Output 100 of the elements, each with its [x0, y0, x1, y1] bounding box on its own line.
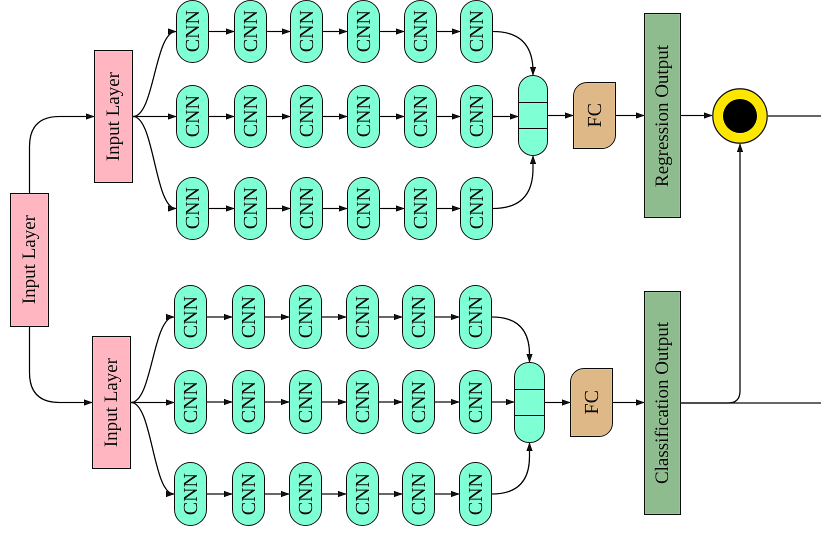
arrow	[435, 398, 460, 406]
arrow	[492, 155, 536, 210]
cnn-block	[459, 462, 492, 526]
connector-line	[681, 402, 821, 404]
cnn-block	[174, 370, 207, 434]
connector-line	[768, 115, 821, 117]
layer-label: CNN	[354, 187, 374, 230]
arrow	[437, 28, 461, 35]
cnn-block	[290, 177, 323, 240]
cnn-block	[346, 285, 379, 349]
layer-label: Regression Output	[653, 44, 672, 186]
arrow	[435, 314, 460, 320]
layer-label: CNN	[238, 296, 258, 338]
input-layer-box	[94, 50, 133, 183]
layer-label: Input Layer	[104, 72, 123, 162]
layer-label: CNN	[180, 296, 200, 338]
cnn-block	[232, 462, 265, 526]
layer-label: Input Layer	[102, 358, 121, 448]
layer-label: CNN	[352, 296, 372, 338]
cnn-block	[290, 0, 323, 63]
layer-label: CNN	[408, 472, 428, 516]
layer-label: CNN	[182, 187, 202, 230]
layer-label: CNN	[182, 10, 202, 53]
fc-block	[570, 368, 613, 437]
arrow	[435, 490, 460, 498]
arrow	[322, 398, 347, 406]
layer-label: CNN	[240, 95, 260, 138]
arrow	[209, 28, 235, 35]
arrow	[493, 113, 519, 120]
cnn-block	[459, 285, 492, 349]
cnn-block	[460, 177, 493, 240]
cnn-block	[347, 0, 380, 63]
ring-circle	[712, 88, 768, 144]
arrow	[322, 314, 347, 320]
arrow	[207, 398, 233, 406]
layer-label: CNN	[238, 380, 258, 424]
layer-label: CNN	[352, 472, 372, 516]
layer-label: CNN	[410, 187, 430, 230]
layer-label: CNN	[466, 95, 486, 138]
cnn-block	[404, 177, 437, 240]
arrow	[491, 316, 533, 363]
input-layer-box	[10, 193, 49, 327]
cnn-block	[289, 462, 322, 526]
layer-label: CNN	[296, 472, 316, 516]
cnn-block	[404, 0, 437, 63]
layer-label: CNN	[410, 95, 430, 138]
arrow	[267, 113, 291, 120]
cnn-block	[176, 0, 209, 63]
cnn-block	[289, 370, 322, 434]
cnn-block	[234, 177, 267, 240]
layer-label: FC	[582, 390, 602, 415]
arrow	[380, 205, 405, 212]
cnn-block	[234, 85, 267, 148]
arrow	[207, 314, 233, 320]
arrow	[379, 398, 403, 406]
layer-label: CNN	[296, 187, 316, 230]
arrow	[437, 113, 461, 120]
layer-label: CNN	[352, 380, 372, 424]
arrow	[28, 327, 93, 406]
cnn-block	[232, 285, 265, 349]
cnn-block	[347, 85, 380, 148]
cnn-block	[174, 462, 207, 526]
layer-label: CNN	[240, 187, 260, 230]
arrow	[322, 490, 347, 498]
layer-label: CNN	[466, 472, 486, 516]
arrow	[380, 113, 405, 120]
arrow	[491, 442, 533, 495]
cnn-block	[460, 0, 493, 63]
layer-label: CNN	[180, 380, 200, 424]
arrow	[613, 399, 645, 406]
layer-label: CNN	[240, 10, 260, 53]
layer-label: Input Layer	[20, 215, 39, 305]
output-box	[644, 13, 681, 218]
cnn-block	[402, 462, 435, 526]
layer-label: CNN	[408, 296, 428, 338]
cnn-block	[232, 370, 265, 434]
layer-label: CNN	[466, 187, 486, 230]
cnn-block	[402, 370, 435, 434]
layer-label: Classification Output	[653, 322, 672, 484]
layer-label: CNN	[238, 472, 258, 516]
arrow	[28, 113, 95, 193]
arrow	[380, 28, 405, 35]
arrow	[130, 402, 175, 495]
cnn-block	[404, 85, 437, 148]
arrow	[133, 113, 177, 120]
arrow	[379, 490, 403, 498]
cnn-block	[460, 85, 493, 148]
arrow	[265, 398, 290, 406]
arrow	[267, 205, 291, 212]
arrow	[130, 316, 175, 404]
input-layer-box	[92, 336, 131, 469]
cnn-block	[290, 85, 323, 148]
output-box	[644, 291, 681, 515]
arrow	[379, 314, 403, 320]
cnn-block	[346, 462, 379, 526]
cnn-block	[289, 285, 322, 349]
layer-label: CNN	[296, 95, 316, 138]
cnn-block	[174, 285, 207, 349]
arrow	[265, 314, 290, 320]
layer-label: CNN	[354, 95, 374, 138]
